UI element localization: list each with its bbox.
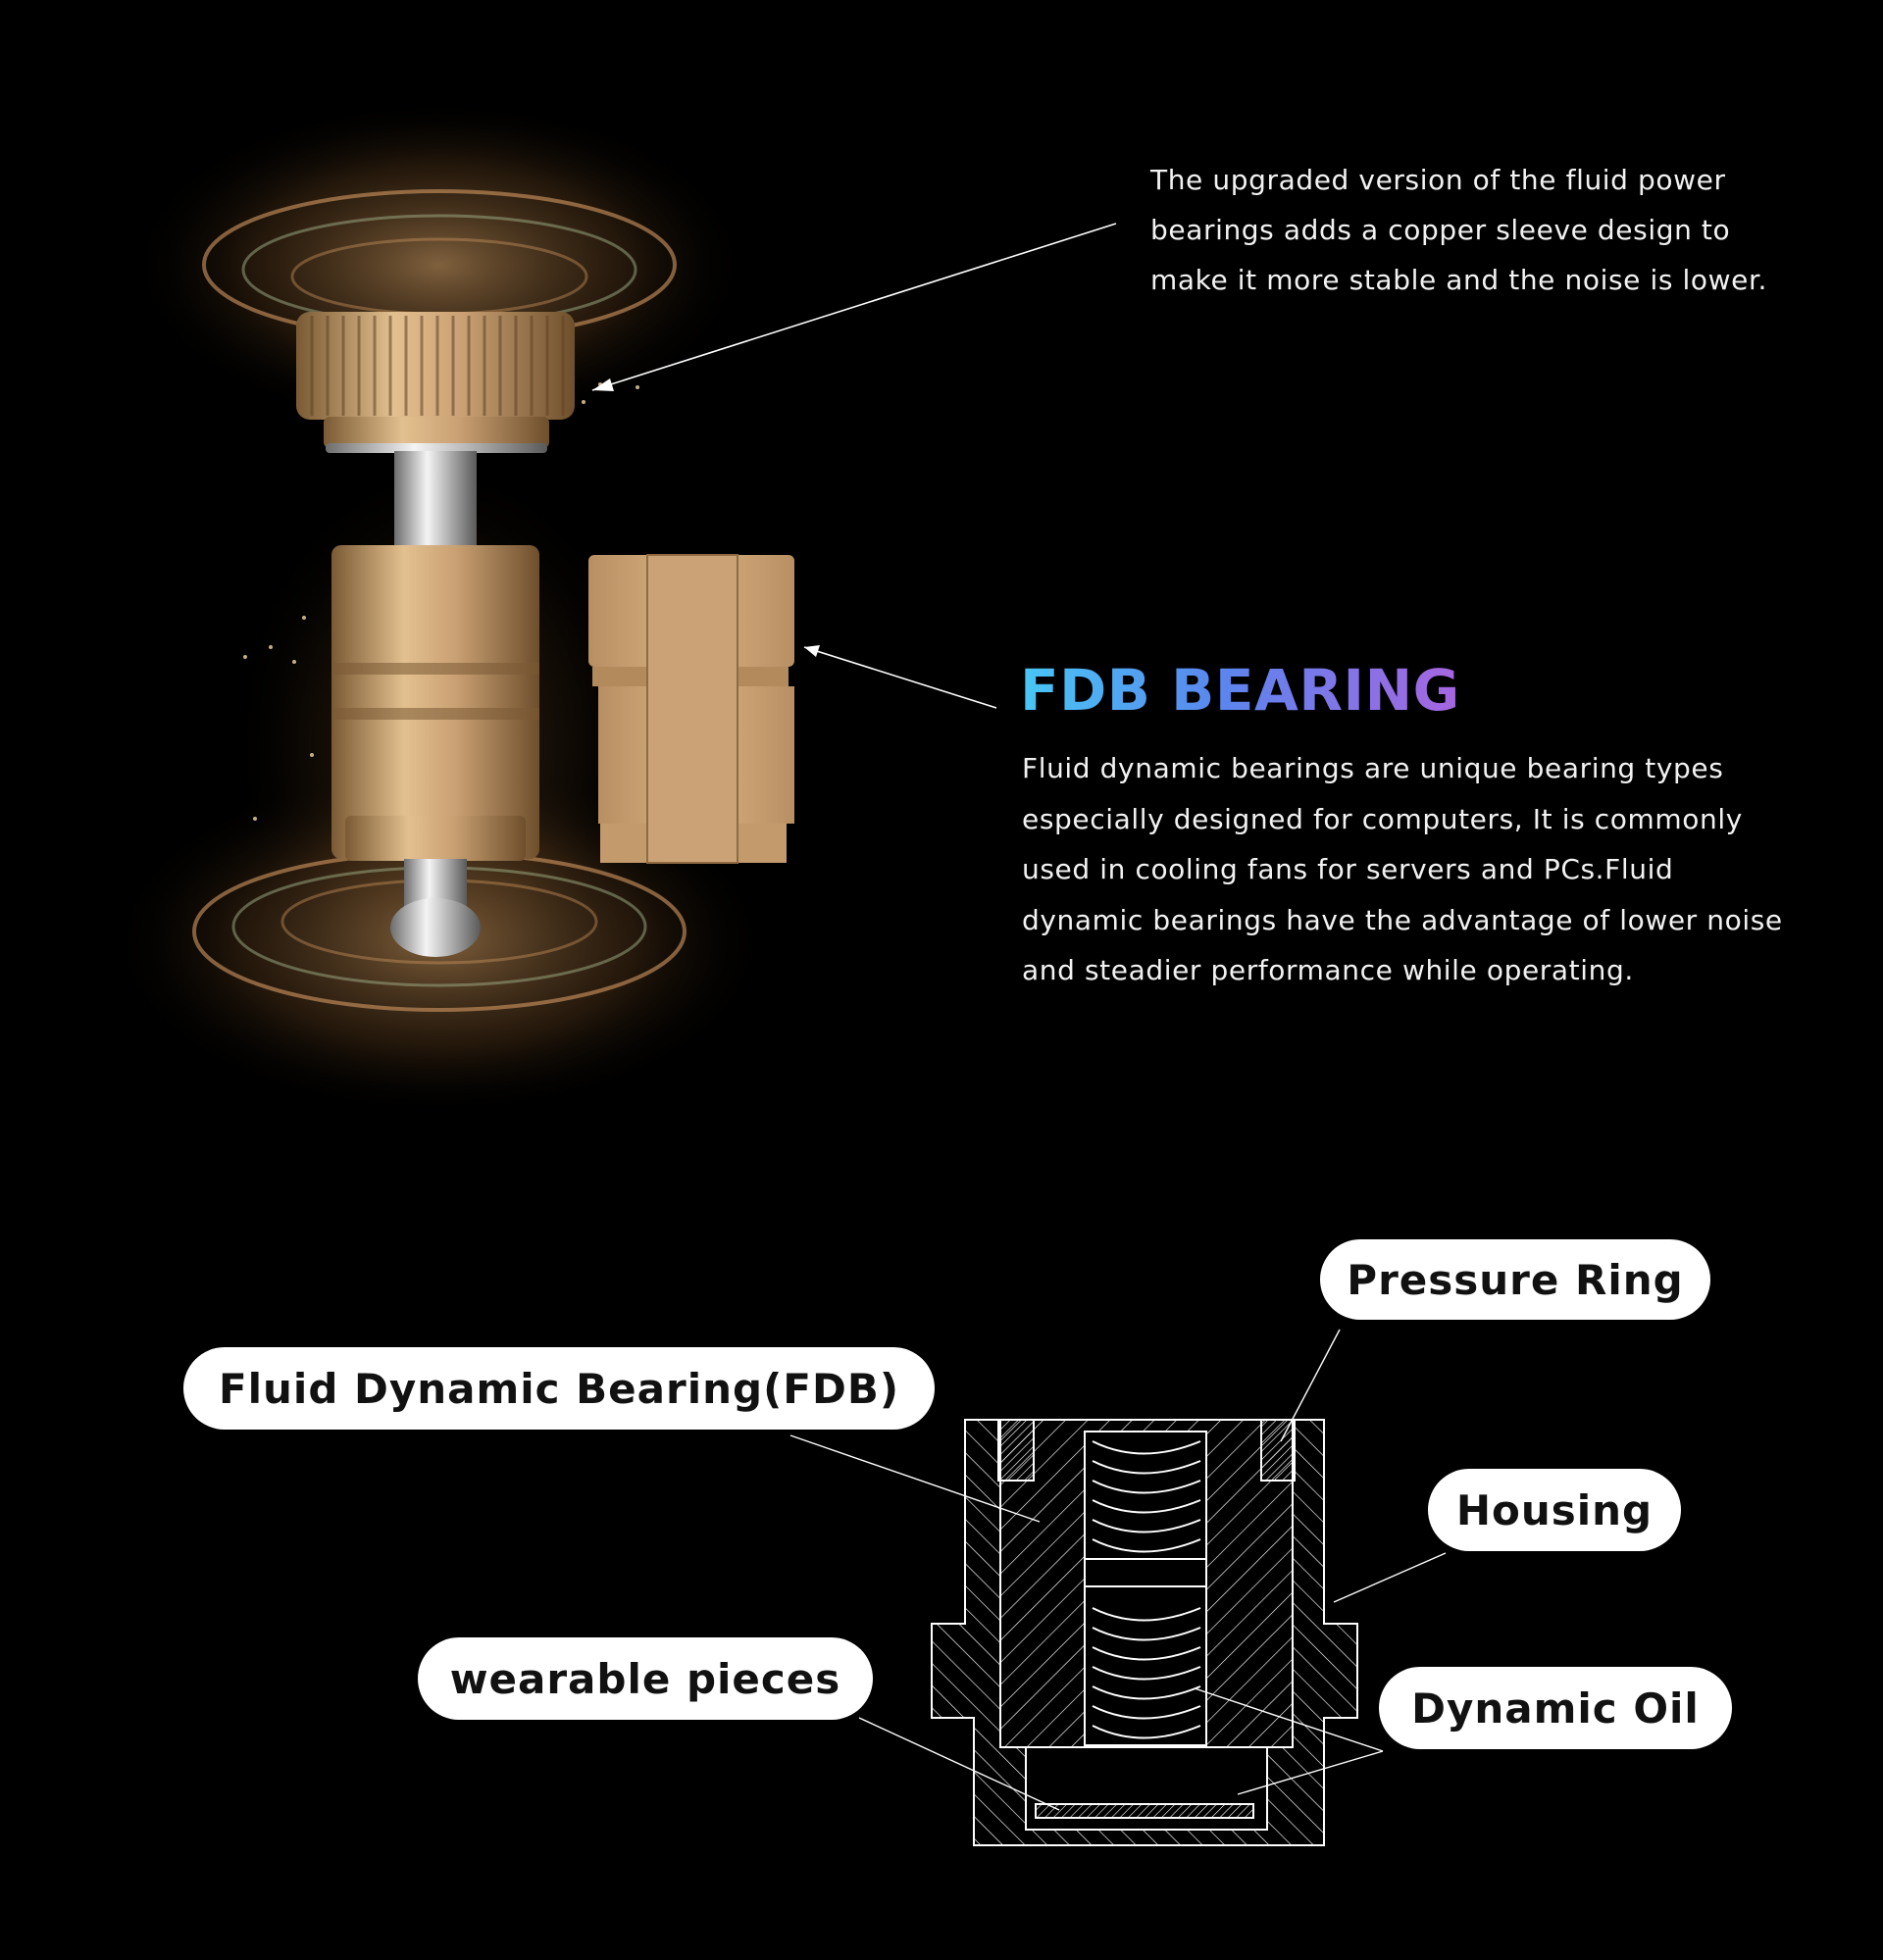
copper-sleeve: [588, 554, 794, 864]
leader-wearable: [858, 1717, 1060, 1811]
copper-body: [331, 545, 539, 859]
desc-line: Fluid dynamic bearings are unique bearin…: [1022, 752, 1724, 784]
note-line: make it more stable and the noise is low…: [1150, 264, 1768, 296]
leader-oil-b: [1237, 1750, 1384, 1795]
copper-sleeve-note: The upgraded version of the fluid power …: [1150, 155, 1857, 305]
note-line: bearings adds a copper sleeve design to: [1150, 214, 1731, 246]
leader-oil-a: [1194, 1687, 1384, 1752]
label-fluid-dynamic-bearing: Fluid Dynamic Bearing(FDB): [183, 1347, 935, 1430]
gear-head: [296, 312, 575, 420]
shaft: [394, 451, 477, 549]
desc-line: used in cooling fans for servers and PCs…: [1022, 853, 1674, 885]
top-glow: [126, 98, 753, 431]
fdb-description: Fluid dynamic bearings are unique bearin…: [1022, 743, 1846, 996]
label-housing: Housing: [1428, 1469, 1681, 1551]
leader-housing: [1333, 1552, 1447, 1603]
label-pressure-ring: Pressure Ring: [1320, 1239, 1710, 1320]
fdb-heading: FDB BEARING: [1020, 657, 1460, 724]
desc-line: dynamic bearings have the advantage of l…: [1022, 903, 1783, 936]
leader-fdb: [789, 1434, 1041, 1523]
note-line: The upgraded version of the fluid power: [1150, 164, 1726, 196]
leader-pressure-ring: [1280, 1329, 1341, 1442]
label-dynamic-oil: Dynamic Oil: [1379, 1667, 1732, 1749]
desc-line: especially designed for computers, It is…: [1022, 802, 1743, 835]
label-wearable-pieces: wearable pieces: [418, 1637, 873, 1720]
desc-line: and steadier performance while operating…: [1022, 954, 1634, 986]
